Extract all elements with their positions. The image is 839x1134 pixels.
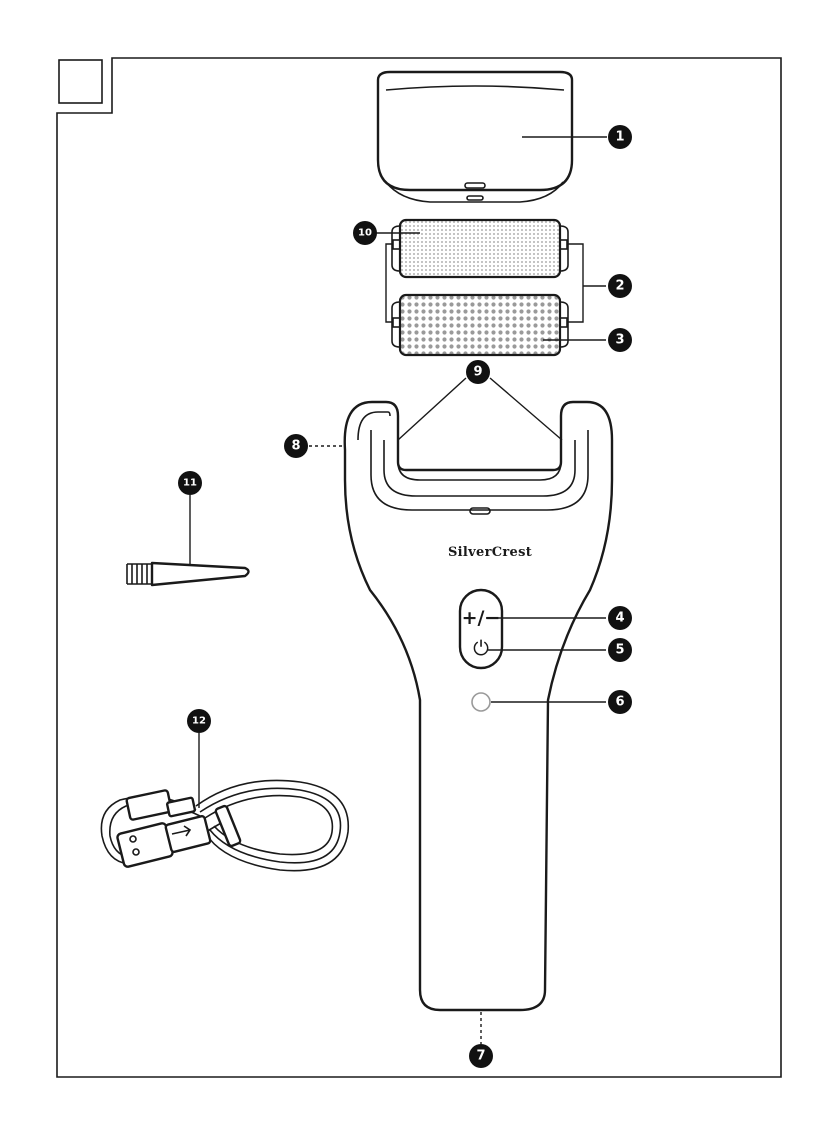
svg-text:6: 6 (615, 695, 624, 710)
svg-text:1: 1 (615, 130, 624, 145)
usb-cable (101, 780, 348, 870)
power-button[interactable]: ⏻ (473, 636, 489, 660)
svg-text:7: 7 (476, 1049, 485, 1064)
callout-3: 3 (608, 328, 632, 352)
svg-text:10: 10 (358, 228, 372, 239)
callout-9: 9 (466, 360, 490, 384)
callout-5: 5 (608, 638, 632, 662)
fine-roller (392, 220, 568, 277)
callout-7: 7 (469, 1044, 493, 1068)
svg-text:4: 4 (615, 611, 624, 626)
svg-text:3: 3 (615, 333, 624, 348)
callout-12: 12 (187, 709, 211, 733)
charge-indicator (472, 693, 490, 711)
device-body: SilverCrest +/− ⏻ (345, 402, 612, 1010)
callout-2: 2 (608, 274, 632, 298)
figure-number-box (59, 60, 102, 103)
callout-8: 8 (284, 434, 308, 458)
svg-text:9: 9 (473, 365, 482, 380)
svg-text:12: 12 (192, 716, 206, 727)
svg-text:11: 11 (183, 478, 197, 489)
callout-1: 1 (608, 125, 632, 149)
svg-text:8: 8 (291, 439, 300, 454)
callout-6: 6 (608, 690, 632, 714)
svg-text:2: 2 (615, 279, 624, 294)
cleaning-brush (127, 563, 249, 585)
brand-label: SilverCrest (448, 545, 532, 560)
coarse-roller (392, 295, 568, 355)
callout-10: 10 (353, 221, 377, 245)
callout-11: 11 (178, 471, 202, 495)
callout-4: 4 (608, 606, 632, 630)
leader-9 (398, 378, 562, 440)
svg-text:5: 5 (615, 643, 624, 658)
